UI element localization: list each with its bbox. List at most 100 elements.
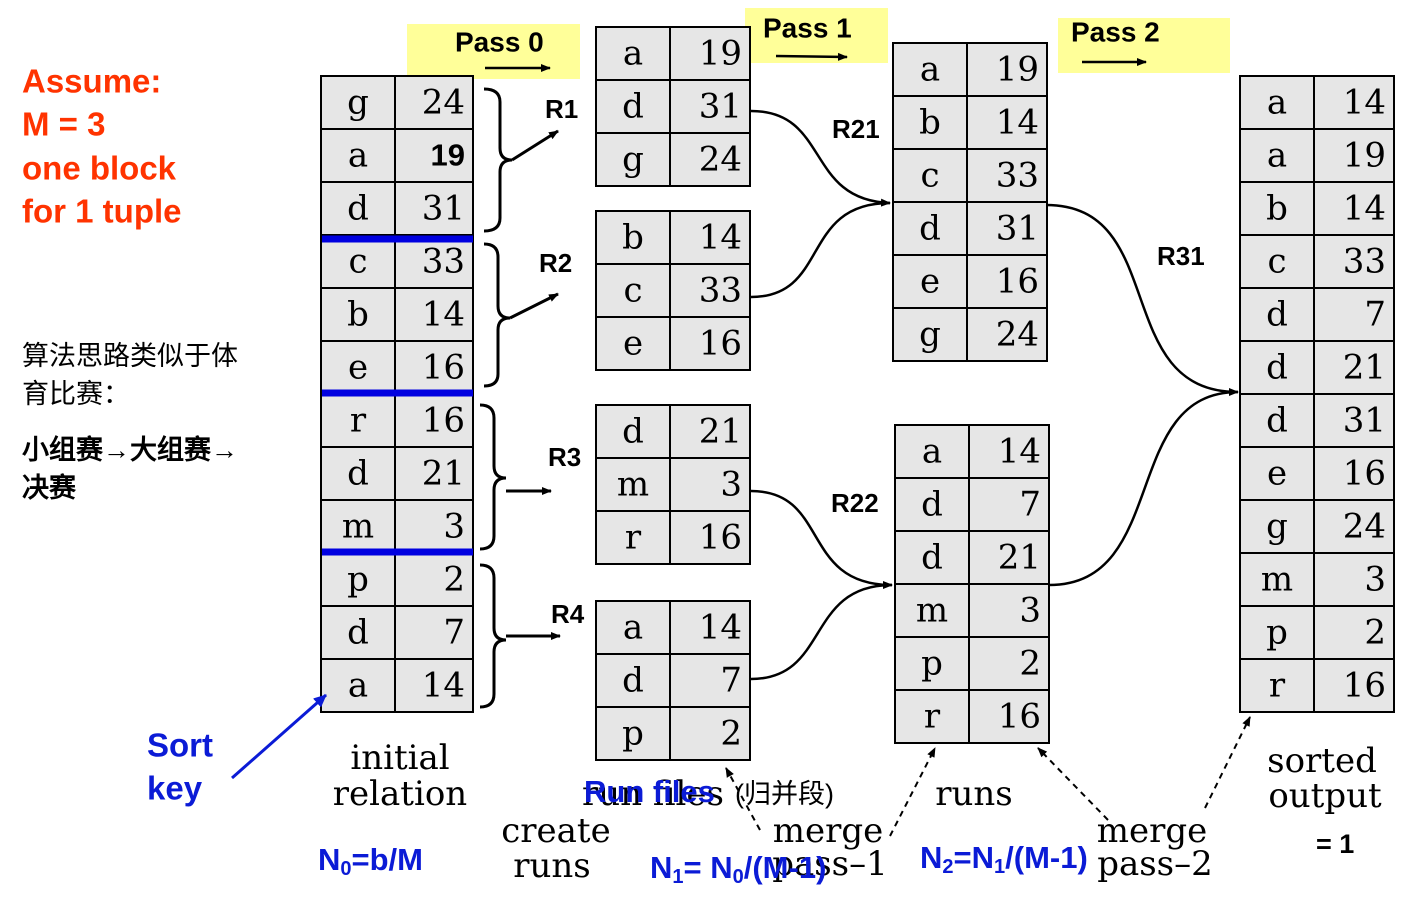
key-cell [320, 234, 396, 289]
note-line: 算法思路类似于体 [22, 341, 238, 371]
value-cell [394, 552, 474, 607]
key-text: b [919, 103, 941, 143]
value-text: 33 [1343, 242, 1386, 282]
key-cell [595, 600, 671, 655]
note-bold-line: 决赛 [22, 472, 77, 503]
key-text: p [347, 560, 369, 600]
key-text: e [920, 262, 940, 302]
value-cell [669, 26, 751, 81]
dashed-pointer [1204, 716, 1251, 809]
create-runs-caption: runs [513, 846, 591, 886]
value-text: 33 [699, 271, 742, 311]
key-text: p [1266, 613, 1288, 653]
key-cell [1239, 605, 1315, 660]
key-cell [595, 653, 671, 708]
key-text: a [623, 34, 643, 74]
key-cell [1239, 393, 1315, 448]
value-cell [966, 201, 1048, 256]
assume-line: Assume: [22, 63, 161, 100]
pass-0-label: Pass 0 [455, 26, 544, 57]
merge-pass1-caption: merge [773, 811, 884, 851]
value-cell [966, 42, 1048, 97]
formula-n1: N1= N0/(M-1) [650, 850, 826, 888]
key-text: d [622, 412, 644, 452]
value-text: 16 [422, 348, 465, 388]
sorted-output-caption: sorted [1267, 741, 1377, 781]
value-text: 7 [1019, 485, 1041, 525]
value-cell [669, 600, 751, 655]
value-text: 31 [1343, 401, 1386, 441]
value-cell [394, 393, 474, 448]
value-cell [394, 446, 474, 501]
value-text: 16 [422, 401, 465, 441]
value-text: 2 [720, 714, 742, 754]
value-text: 14 [422, 295, 465, 335]
value-text: 33 [996, 156, 1039, 196]
key-text: d [921, 485, 943, 525]
key-cell [320, 287, 396, 342]
key-cell [1239, 499, 1315, 554]
key-cell [320, 181, 396, 236]
key-text: e [348, 348, 368, 388]
value-text: 33 [422, 242, 465, 282]
value-text: 3 [720, 465, 742, 505]
key-text: r [350, 401, 367, 441]
formula-n0-rest: =b/M [352, 842, 423, 877]
run-files-cn: (归并段) [735, 779, 834, 809]
key-cell [1239, 446, 1315, 501]
merge-curve-r3-r22 [750, 489, 893, 589]
dashed-pointers [725, 716, 1251, 837]
table-row: e 16 [320, 340, 474, 395]
value-text: 21 [699, 412, 742, 452]
key-text: p [921, 644, 943, 684]
key-cell [595, 706, 671, 761]
formula-n2-rest: /(M-1) [1005, 840, 1088, 875]
formula-n1-mid: = N [684, 850, 733, 885]
key-text: e [1267, 454, 1287, 494]
key-text: d [347, 189, 369, 229]
value-text: 7 [443, 613, 465, 653]
key-text: g [919, 315, 941, 355]
formulas: N0=b/M N1= N0/(M-1) N2=N1/(M-1) = 1 [318, 829, 1354, 888]
merge-curves [750, 109, 1239, 681]
note-bold-line: 小组赛→大组赛→ [22, 434, 238, 465]
value-cell [669, 316, 751, 371]
sort-key-line: Sort [147, 727, 213, 764]
value-text: 16 [699, 518, 742, 558]
value-cell [394, 658, 474, 713]
value-cell [1313, 340, 1395, 395]
run-label-r2: R2 [539, 248, 572, 278]
key-text: p [622, 714, 644, 754]
value-cell [669, 132, 751, 187]
value-text: 3 [1364, 560, 1386, 600]
value-cell [669, 263, 751, 318]
value-cell [1313, 234, 1395, 289]
formula-n2-sub2: 1 [994, 856, 1005, 878]
value-cell [966, 307, 1048, 362]
value-cell [669, 706, 751, 761]
value-cell [1313, 658, 1395, 713]
value-cell [394, 181, 474, 236]
key-text: m [342, 507, 374, 547]
formula-eq1: = 1 [1316, 829, 1354, 859]
merge-curve-r1-r21 [750, 109, 891, 207]
value-cell [968, 424, 1050, 479]
run-label-r4: R4 [551, 599, 585, 629]
